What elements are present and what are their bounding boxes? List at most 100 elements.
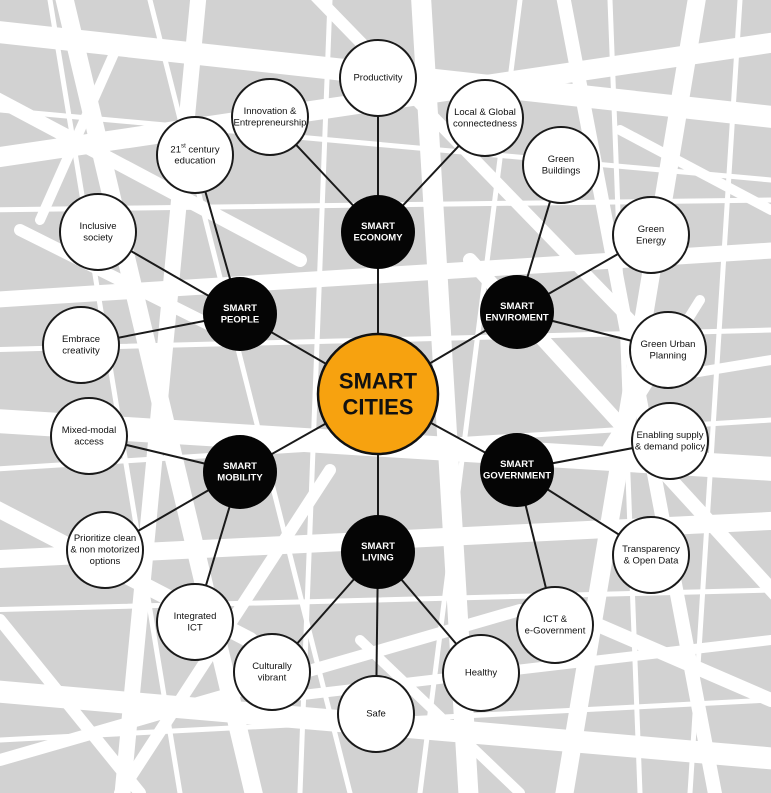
street <box>35 35 125 225</box>
leaf-label-line: options <box>90 556 121 567</box>
hub-label-line: SMART <box>339 369 418 394</box>
leaf-label-line: & demand policy <box>635 441 705 452</box>
category-label-line: SMART <box>223 303 257 314</box>
leaf-label-line: Embrace <box>62 334 100 345</box>
category-label-line: SMART <box>500 459 534 470</box>
street <box>0 614 146 793</box>
leaf-label-line: education <box>174 155 215 166</box>
category-label-line: ECONOMY <box>353 232 403 243</box>
leaf-circle <box>59 193 137 271</box>
category-label-line: SMART <box>223 461 257 472</box>
leaf-circle <box>42 306 120 384</box>
leaf-circle <box>612 196 690 274</box>
category-circle <box>341 195 415 269</box>
leaf-node-government-2: Transparency& Open Data <box>612 516 690 594</box>
leaf-label-line: Green <box>638 224 664 235</box>
category-circle <box>341 515 415 589</box>
street <box>687 0 743 793</box>
leaf-label-line: creativity <box>62 345 100 356</box>
leaf-label-line: Safe <box>366 709 386 720</box>
leaf-node-living-2: Safe <box>337 675 415 753</box>
leaf-circle <box>66 511 144 589</box>
leaf-circle <box>522 126 600 204</box>
category-circle <box>203 277 277 351</box>
leaf-circle <box>631 402 709 480</box>
leaf-label-line: Inclusive <box>80 221 117 232</box>
leaf-label-line: ICT <box>187 622 203 633</box>
leaf-label-line: Green Urban <box>641 339 696 350</box>
hub-circle <box>316 332 440 456</box>
category-circle <box>480 275 554 349</box>
street <box>0 107 771 183</box>
category-label-line: PEOPLE <box>221 314 260 325</box>
leaf-label-line: & non motorized <box>70 545 139 556</box>
hub-label-line: CITIES <box>343 395 414 420</box>
leaf-circle <box>156 116 234 194</box>
leaf-label-line: ICT & <box>543 614 568 625</box>
leaf-circle <box>339 39 417 117</box>
leaf-label-line: Local & Global <box>454 107 516 118</box>
leaf-circle <box>156 583 234 661</box>
leaf-circle <box>516 586 594 664</box>
leaf-circle <box>442 634 520 712</box>
leaf-label-line: access <box>74 436 104 447</box>
category-label-line: MOBILITY <box>217 472 263 483</box>
leaf-circle <box>629 311 707 389</box>
street <box>47 0 183 793</box>
street <box>607 0 643 793</box>
leaf-node-economy-2: Productivity <box>339 39 417 117</box>
leaf-circle <box>612 516 690 594</box>
leaf-label-line: Productivity <box>353 73 402 84</box>
leaf-label-line: e-Government <box>525 625 586 636</box>
leaf-node-economy-1: Innovation &Entrepreneurship <box>231 78 309 156</box>
street <box>555 0 706 793</box>
leaf-label-line: Transparency <box>622 544 680 555</box>
leaf-label-line: Integrated <box>174 611 217 622</box>
category-label-line: SMART <box>361 541 395 552</box>
leaf-node-government-3: ICT &e-Government <box>516 586 594 664</box>
category-label-line: SMART <box>500 301 534 312</box>
leaf-circle <box>231 78 309 156</box>
leaf-label-line: connectedness <box>453 118 517 129</box>
street <box>0 92 307 267</box>
category-label-line: SMART <box>361 221 395 232</box>
leaf-circle <box>233 633 311 711</box>
leaf-circle <box>50 397 128 475</box>
leaf-node-government-1: Enabling supply& demand policy <box>631 402 709 480</box>
leaf-label-line: Planning <box>650 350 687 361</box>
leaf-circle <box>337 675 415 753</box>
category-circle <box>480 433 554 507</box>
leaf-label-line: Energy <box>636 235 666 246</box>
leaf-label-line: Buildings <box>542 165 581 176</box>
leaf-label-line: Enabling supply <box>636 430 703 441</box>
leaf-circle <box>446 79 524 157</box>
leaf-label-line: society <box>83 232 113 243</box>
category-label-line: GOVERNMENT <box>483 470 551 481</box>
category-circle <box>203 435 277 509</box>
leaf-label-line: vibrant <box>258 672 287 683</box>
leaf-label-line: Prioritize clean <box>74 533 136 544</box>
leaf-label-line: 21st century <box>170 142 219 155</box>
category-label-line: ENVIROMENT <box>485 312 549 323</box>
street <box>14 224 226 336</box>
street <box>0 587 771 612</box>
leaf-label-line: & Open Data <box>624 555 680 566</box>
